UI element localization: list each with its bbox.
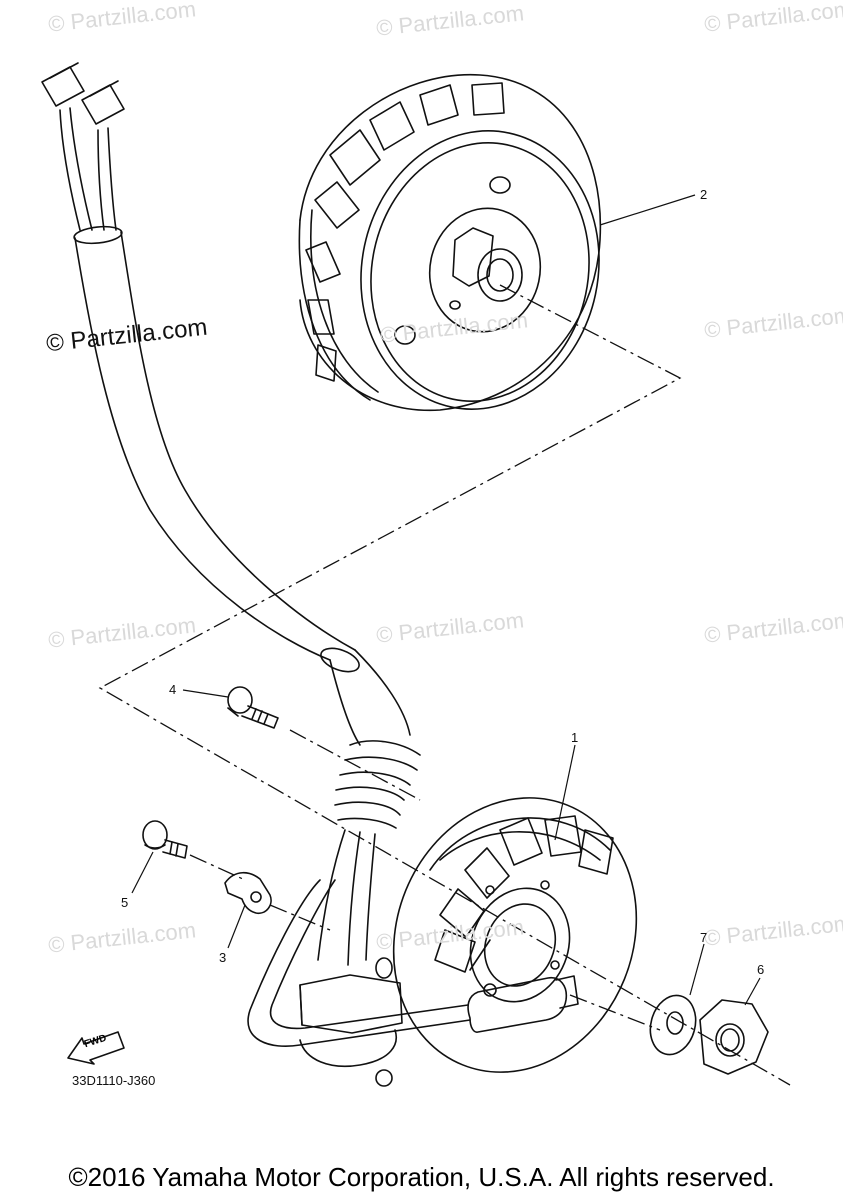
drawing-code: 33D1110-J360	[72, 1073, 156, 1088]
callout-4: 4	[169, 682, 177, 697]
leader-3	[227, 904, 246, 949]
leader-4	[182, 689, 229, 698]
callout-1: 1	[571, 730, 579, 745]
bolt-part-4	[227, 686, 279, 729]
bolt-part-5	[142, 820, 188, 859]
leader-5	[131, 851, 154, 894]
fwd-arrow-icon	[67, 1031, 125, 1065]
centerline-bolt4	[289, 729, 421, 801]
centerline-rotor	[98, 284, 791, 1086]
centerline-bolt5	[189, 854, 246, 881]
callout-5: 5	[121, 895, 129, 910]
callout-2: 2	[700, 187, 708, 202]
nut-part-6	[699, 999, 769, 1075]
wire-harness	[41, 62, 579, 1087]
callout-3: 3	[219, 950, 227, 965]
copyright-notice: ©2016 Yamaha Motor Corporation, U.S.A. A…	[68, 1162, 775, 1192]
clamp-part-3	[224, 871, 272, 915]
leader-1	[554, 744, 576, 841]
callout-7: 7	[700, 930, 708, 945]
stator-assembly	[392, 797, 638, 1073]
leader-2	[599, 194, 696, 226]
callout-6: 6	[757, 962, 765, 977]
leader-6	[744, 977, 761, 1006]
leader-7	[689, 943, 705, 996]
rotor-assembly	[298, 73, 602, 412]
washer-part-7	[649, 994, 697, 1056]
centerline-stator	[569, 994, 661, 1031]
centerline-clamp	[269, 904, 331, 931]
